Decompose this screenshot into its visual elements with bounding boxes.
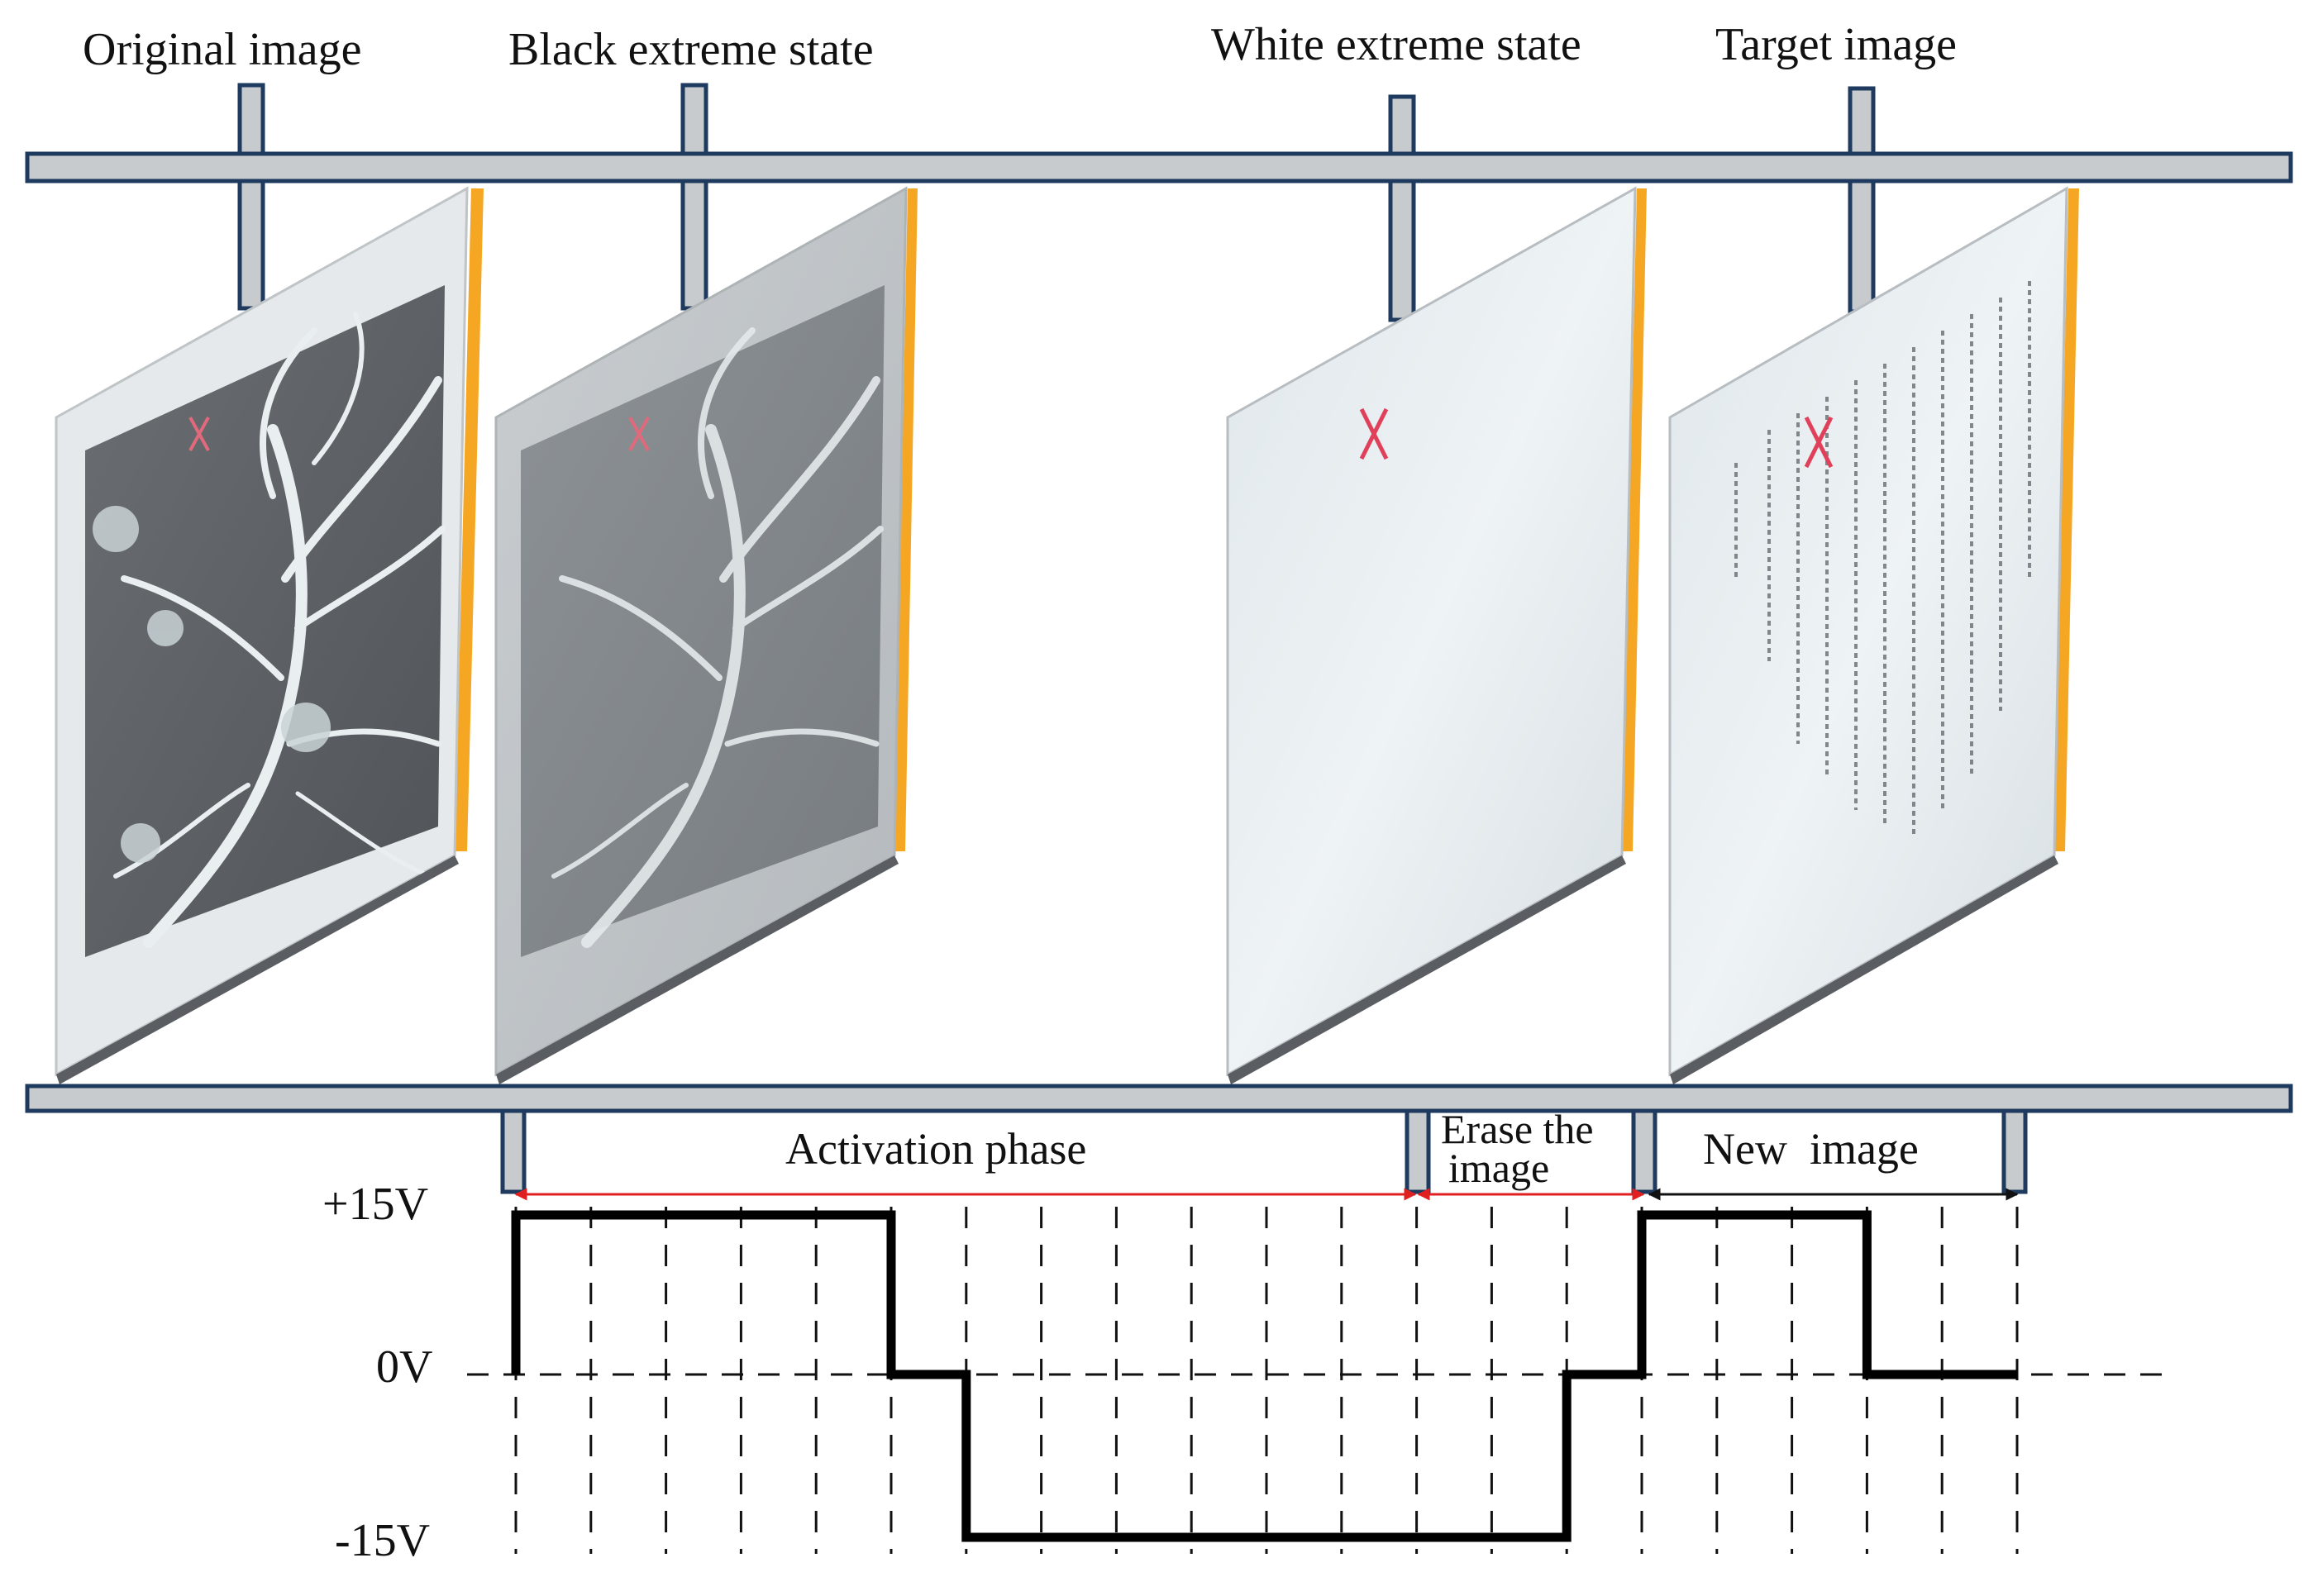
label-white-extreme: White extreme state	[1211, 19, 1581, 70]
text-lines	[1734, 281, 2031, 835]
panel-original	[55, 186, 484, 1084]
voltage-waveform	[511, 1210, 2017, 1542]
x-mark-icon	[1804, 416, 1834, 469]
label-erase-line2: image	[1448, 1145, 1549, 1191]
time-gridlines	[514, 1207, 2019, 1554]
waveform-line	[511, 1210, 2017, 1542]
x-mark-icon	[188, 417, 210, 451]
panel-target	[1668, 186, 2079, 1084]
top-rail	[25, 151, 2293, 183]
label-activation-phase: Activation phase	[785, 1124, 1086, 1174]
peg-activation-end	[1405, 1108, 1431, 1194]
tree-illustration	[113, 312, 446, 948]
label-black-extreme: Black extreme state	[508, 24, 874, 75]
panel-black-extreme	[494, 186, 918, 1084]
hanger-white	[1388, 94, 1416, 322]
hanger-target	[1848, 86, 1876, 314]
peg-activation-start	[500, 1108, 527, 1194]
peg-new-end	[2001, 1108, 2028, 1194]
label-plus-15v: +15V	[322, 1179, 428, 1230]
panel-white-extreme	[1226, 186, 1647, 1084]
hanger-original	[237, 83, 265, 311]
label-0v: 0V	[376, 1341, 432, 1393]
bottom-rail	[25, 1084, 2293, 1113]
label-new-image: New image	[1703, 1124, 1919, 1174]
label-original-image: Original image	[83, 24, 361, 75]
label-minus-15v: -15V	[335, 1515, 430, 1566]
peg-erase-end	[1631, 1108, 1657, 1194]
label-erase-line1: Erase the	[1441, 1106, 1594, 1152]
x-mark-icon	[628, 417, 650, 451]
x-mark-icon	[1359, 407, 1389, 460]
tree-faded-illustration	[551, 327, 884, 948]
label-target-image: Target image	[1715, 19, 1957, 70]
hanger-black	[680, 83, 708, 311]
